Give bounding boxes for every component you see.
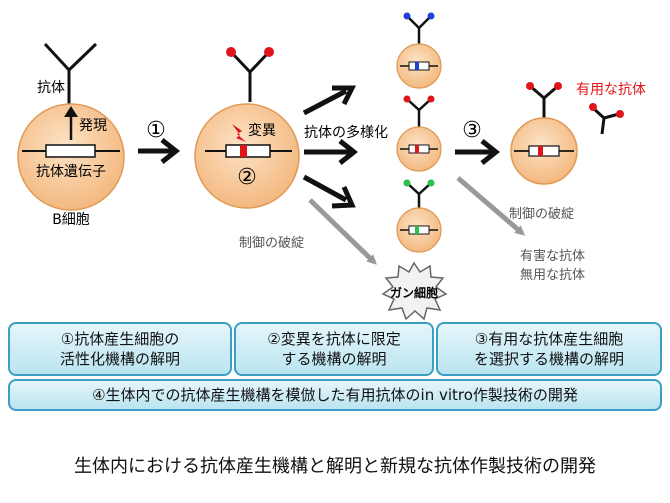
antibody-gene-label: 抗体遺伝子 [36,164,106,180]
free-antibody-tip-1 [589,103,597,111]
green-gene-mark [415,226,419,234]
dysregulation-label-right: 制御の破綻 [509,207,574,222]
green-antibody-tip-left [403,179,411,187]
blue-antibody-tip-right [427,12,435,20]
gene-rect [45,144,96,158]
gray-arrow-cancer [308,198,377,265]
selected-antibody-tip-right [554,82,562,90]
mid-gene-mutation-mark [240,145,247,157]
selected-gene-mark [538,146,543,156]
red-antibody-tip-left [403,95,411,103]
goal-box-4-text: ④生体内での抗体産生機構を模倣した有用抗体のin vitro作製技術の開発 [92,386,578,404]
blue-antibody-tip-left [403,12,411,20]
antibody-y-right-arm [67,42,98,72]
expression-label: 発現 [79,118,107,134]
figure-caption: 生体内における抗体産生機構と解明と新規な抗体作製技術の開発 [74,456,596,477]
step3-label: ③ [462,118,482,143]
gray-arrow-harmful [456,176,526,236]
harmful-antibody-label: 有害な抗体 [520,248,585,264]
step1-label: ① [146,118,166,143]
expression-arrow-head [64,106,78,117]
goal-box-3-line1: ③有用な抗体産生細胞 [474,330,624,348]
selected-antibody-tip-left [526,82,534,90]
antibody-y-left-arm [43,42,71,72]
selected-gene-rect [528,145,560,157]
mutation-label: 変異 [248,122,276,139]
red-gene-mark [415,145,419,153]
b-cell-group: 抗体 発現 抗体遺伝子 B細胞 [17,42,125,228]
arrow-step1 [138,138,181,164]
arrow-down [302,174,356,209]
mid-antibody-right-arm [248,51,270,74]
selected-cell-group [510,82,578,185]
red-antibody-tip-right [427,95,435,103]
useful-antibody-label: 有用な抗体 [576,82,646,98]
diverse-cell-red [396,95,442,172]
step2-label: ② [237,165,257,190]
cancer-cell-group: ガン細胞 [381,261,448,321]
mid-antibody-tip-right [264,47,274,57]
arrow-up [302,85,357,116]
goal-box-1-line2: 活性化機構の解明 [59,350,180,368]
arrow-step3 [455,139,501,165]
cancer-cell-label: ガン細胞 [390,285,438,300]
b-cell-label: B細胞 [52,212,90,228]
diversification-label: 抗体の多様化 [304,124,388,141]
dysregulation-label-left: 制御の破綻 [239,236,304,251]
goal-box-3: ③有用な抗体産生細胞 を選択する機構の解明 [436,322,662,376]
mid-antibody-tip-left [226,47,236,57]
free-antibody-tip-2 [616,110,624,118]
antibody-label: 抗体 [37,80,65,96]
arrow-mid [304,139,359,165]
free-useful-antibody [589,103,624,135]
mutation-lightning-icon [232,124,246,142]
goal-box-1-line1: ①抗体産生細胞の [60,330,180,348]
goal-box-1: ①抗体産生細胞の 活性化機構の解明 [8,322,232,376]
mid-antibody-left-arm [230,51,252,74]
mid-gene-rect [225,144,271,158]
goal-box-3-line2: を選択する機構の解明 [473,350,624,368]
useless-antibody-label: 無用な抗体 [520,268,585,283]
cancer-cell-starburst [381,261,448,321]
mutated-cell-group: 変異 ② [194,47,300,209]
blue-gene-mark [415,62,419,70]
diverse-cell-green [396,179,442,253]
goal-box-4: ④生体内での抗体産生機構を模倣した有用抗体のin vitro作製技術の開発 [8,379,662,411]
goal-box-2-line2: する機構の解明 [281,350,387,368]
free-antibody-stem [600,117,606,135]
diverse-cell-blue [396,12,442,89]
goal-box-2-line1: ②変異を抗体に限定 [267,330,401,348]
goal-box-2: ②変異を抗体に限定 する機構の解明 [234,322,434,376]
green-antibody-tip-right [427,179,435,187]
